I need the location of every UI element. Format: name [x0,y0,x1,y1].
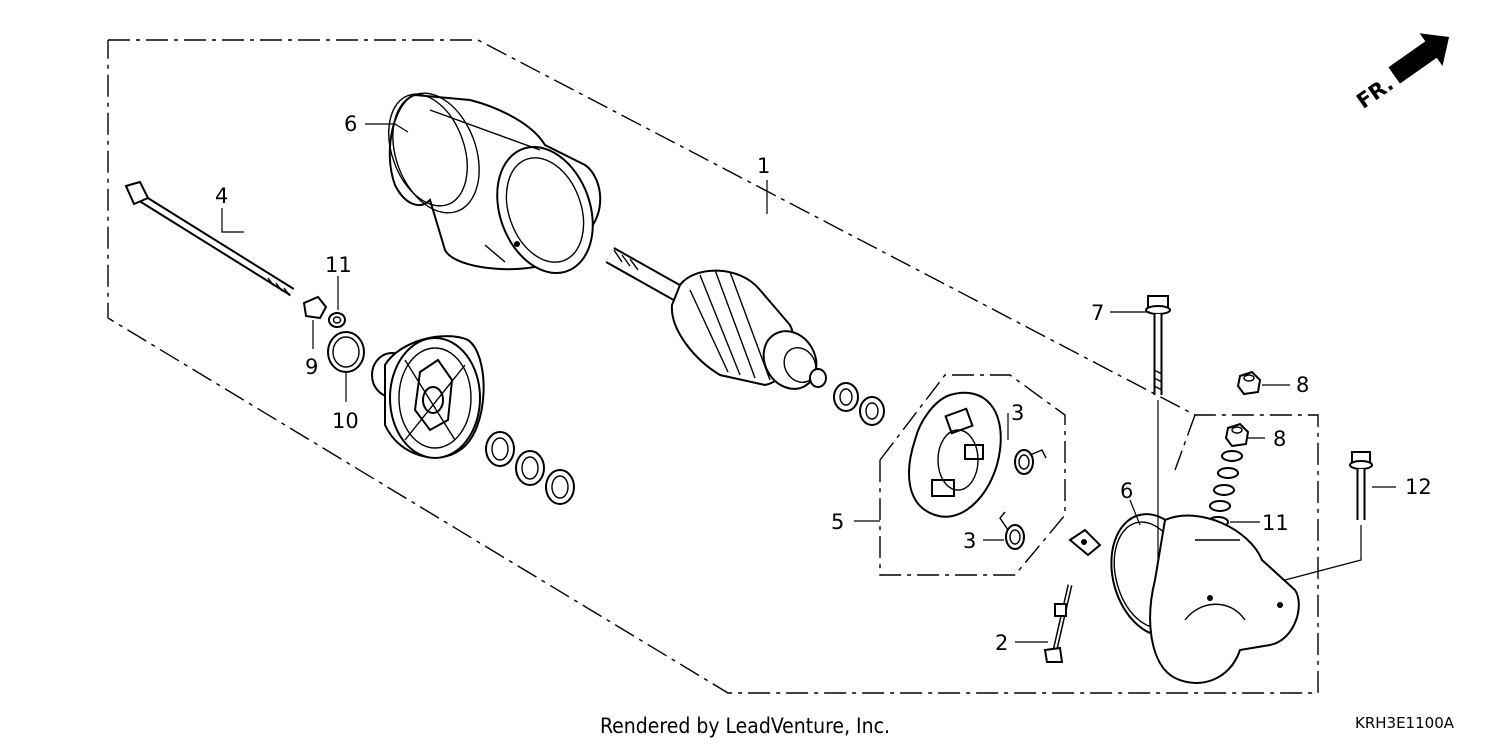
front-direction-label: FR. [1352,72,1398,114]
callout-3-upper: 3 [1011,401,1024,425]
nut-upper [1236,370,1262,396]
mounting-bolt-upper [1145,295,1171,395]
washer-stack-right [1207,450,1243,528]
front-cover [1110,513,1300,684]
front-direction-arrow-icon [1388,33,1450,84]
assembly-1-cutout [1174,414,1196,471]
brush-spring-lower [999,511,1025,550]
motor-yoke [388,92,602,274]
callout-7: 7 [1091,301,1104,325]
brush-holder [908,391,1002,518]
o-ring [327,331,365,373]
callout-1: 1 [757,154,770,178]
armature [605,247,827,390]
terminal-bolt [1043,584,1073,663]
washer-pair-centre [833,382,885,426]
callout-6-left: 6 [344,112,357,136]
callout-10: 10 [332,409,359,433]
grommet [302,295,328,320]
callout-4: 4 [215,184,228,208]
callout-11-left: 11 [325,253,352,277]
callout-5: 5 [831,510,844,534]
callout-6-right: 6 [1120,479,1133,503]
footer-attribution: Rendered by LeadVenture, Inc. [600,714,890,738]
terminal-plate [1068,528,1102,557]
callout-12: 12 [1405,475,1432,499]
brush-spring-upper [1014,449,1047,475]
washer-stack-left [485,431,575,505]
nut-lower [1224,422,1250,448]
diagram-code: KRH3E1100A [1355,714,1454,732]
through-bolt [124,180,295,297]
callout-8-lower: 8 [1273,427,1286,451]
callout-11-right: 11 [1262,511,1289,535]
washer-small [328,312,346,328]
brush-holder-group-boundary [879,374,1066,576]
callout-9: 9 [305,355,318,379]
rear-cover [371,335,485,459]
callout-2: 2 [995,631,1008,655]
callout-8-upper: 8 [1296,373,1309,397]
assembly-1-boundary [107,39,1319,694]
leader-lines [221,123,1396,643]
callout-3-lower: 3 [963,529,976,553]
mounting-bolt-right [1349,451,1373,520]
